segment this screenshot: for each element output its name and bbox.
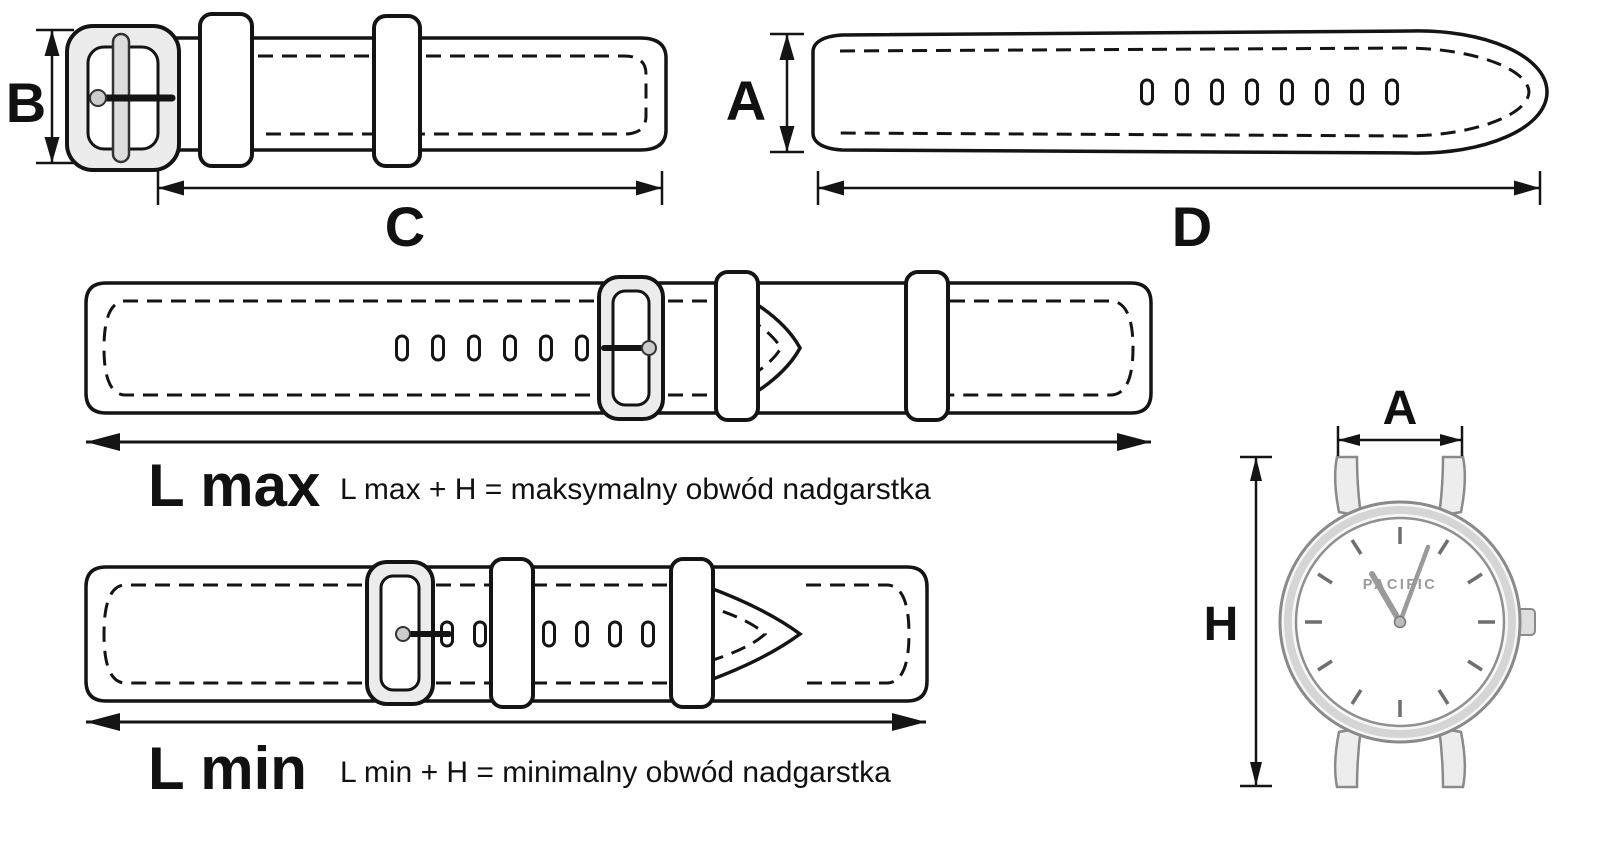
buckle-prong-pivot bbox=[395, 626, 411, 642]
strap-keeper bbox=[198, 12, 254, 168]
strap-holes bbox=[1140, 78, 1399, 106]
dimension-l-min bbox=[86, 713, 926, 731]
strap-stitching-left bbox=[102, 583, 362, 685]
buckle bbox=[65, 24, 181, 172]
l-min-label: L min bbox=[148, 735, 307, 802]
arrowhead bbox=[1338, 434, 1360, 446]
hour-marker bbox=[1467, 659, 1483, 672]
arrowhead bbox=[1440, 434, 1462, 446]
strap-hole bbox=[473, 620, 487, 648]
arrowhead bbox=[636, 180, 662, 196]
buckle-prong-pivot bbox=[641, 340, 657, 356]
strap-stitching bbox=[258, 54, 648, 136]
strap-keeper bbox=[372, 14, 422, 168]
hour-marker bbox=[1317, 572, 1333, 585]
hour-marker bbox=[1350, 689, 1363, 705]
watch-hour-markers bbox=[1305, 527, 1495, 717]
strap-hole bbox=[575, 334, 589, 362]
watch-lug bbox=[1334, 726, 1363, 789]
strap-tip-stitching bbox=[699, 602, 768, 666]
arrowhead bbox=[892, 713, 926, 731]
strap-tip-stitching bbox=[747, 316, 783, 380]
buckle-strap-figure: B C bbox=[6, 12, 668, 258]
arrowhead bbox=[779, 126, 795, 152]
strap-hole bbox=[431, 334, 445, 362]
arrowhead bbox=[86, 713, 120, 731]
dimension-d: D bbox=[816, 171, 1542, 258]
arrowhead bbox=[1117, 433, 1151, 451]
arrowhead bbox=[779, 34, 795, 60]
strap-hole bbox=[1385, 78, 1399, 106]
strap-hole bbox=[575, 620, 589, 648]
hour-marker bbox=[1437, 539, 1450, 555]
strap-holes bbox=[440, 620, 655, 648]
strap-hole bbox=[539, 334, 553, 362]
strap-keeper bbox=[714, 270, 760, 422]
watch-lug bbox=[1334, 455, 1363, 518]
strap-hole bbox=[503, 334, 517, 362]
watch-hands-center bbox=[1393, 615, 1407, 629]
strap-keeper bbox=[904, 270, 950, 422]
arrowhead bbox=[818, 180, 844, 196]
strap-hole bbox=[1245, 78, 1259, 106]
dimension-l-max bbox=[86, 433, 1151, 451]
dimension-d-label: D bbox=[1172, 195, 1212, 258]
strap-hole bbox=[1280, 78, 1294, 106]
l-max-formula: L max + H = maksymalny obwód nadgarstka bbox=[340, 473, 931, 506]
watch-dimension-a: A bbox=[1336, 382, 1464, 456]
strap-keeper bbox=[489, 557, 535, 709]
strap-hole bbox=[641, 620, 655, 648]
watch-minute-hand bbox=[1397, 544, 1431, 625]
dimension-b-label: B bbox=[6, 71, 46, 134]
l-max-label: L max bbox=[148, 452, 320, 519]
l-min-figure: L min L min + H = minimalny obwód nadgar… bbox=[84, 557, 929, 802]
watch-dimension-h: H bbox=[1204, 455, 1272, 788]
strap-hole bbox=[608, 620, 622, 648]
hour-marker bbox=[1350, 539, 1363, 555]
arrowhead bbox=[158, 180, 184, 196]
strap-tip bbox=[748, 296, 802, 400]
arrowhead bbox=[44, 30, 60, 56]
strap-hole bbox=[467, 334, 481, 362]
arrowhead bbox=[1250, 762, 1262, 786]
watch-dimension-a-label: A bbox=[1383, 382, 1418, 435]
strap-tip bbox=[703, 583, 803, 685]
buckle bbox=[597, 275, 665, 421]
l-max-figure: L max L max + H = maksymalny obwód nadga… bbox=[84, 270, 1153, 519]
strap-stitching-right bbox=[950, 299, 1135, 397]
arrowhead bbox=[1514, 180, 1540, 196]
watch-lug bbox=[1437, 726, 1466, 789]
buckle bbox=[365, 560, 452, 706]
arrowhead bbox=[1250, 457, 1262, 481]
hour-marker bbox=[1317, 659, 1333, 672]
dimension-c-label: C bbox=[385, 195, 425, 258]
strap-hole bbox=[395, 334, 409, 362]
arrowhead bbox=[86, 433, 120, 451]
dimension-c: C bbox=[156, 171, 664, 258]
watch-figure: PACIFIC A H bbox=[1204, 382, 1536, 789]
hour-marker bbox=[1467, 572, 1483, 585]
buckle-prong-pivot bbox=[89, 89, 107, 107]
dimension-a-label: A bbox=[726, 69, 766, 132]
strap-stitching bbox=[839, 46, 1531, 138]
dimension-a: A bbox=[726, 32, 804, 154]
watch-bezel-ring bbox=[1284, 506, 1516, 738]
dimension-b: B bbox=[6, 28, 74, 165]
tail-strap-figure: A D bbox=[726, 29, 1549, 258]
hour-marker bbox=[1437, 689, 1450, 705]
watch-hour-hand bbox=[1369, 571, 1403, 625]
watch-lug bbox=[1437, 455, 1466, 518]
l-min-formula: L min + H = minimalny obwód nadgarstka bbox=[340, 756, 891, 789]
strap-holes bbox=[395, 334, 589, 362]
strap-keeper bbox=[669, 557, 715, 709]
strap-hole bbox=[1140, 78, 1154, 106]
strap-hole bbox=[542, 620, 556, 648]
strap-hole bbox=[1350, 78, 1364, 106]
arrowhead bbox=[44, 137, 60, 163]
strap-hole bbox=[1175, 78, 1189, 106]
strap-hole bbox=[1210, 78, 1224, 106]
strap-hole bbox=[1315, 78, 1329, 106]
watch-dimension-h-label: H bbox=[1204, 598, 1239, 651]
